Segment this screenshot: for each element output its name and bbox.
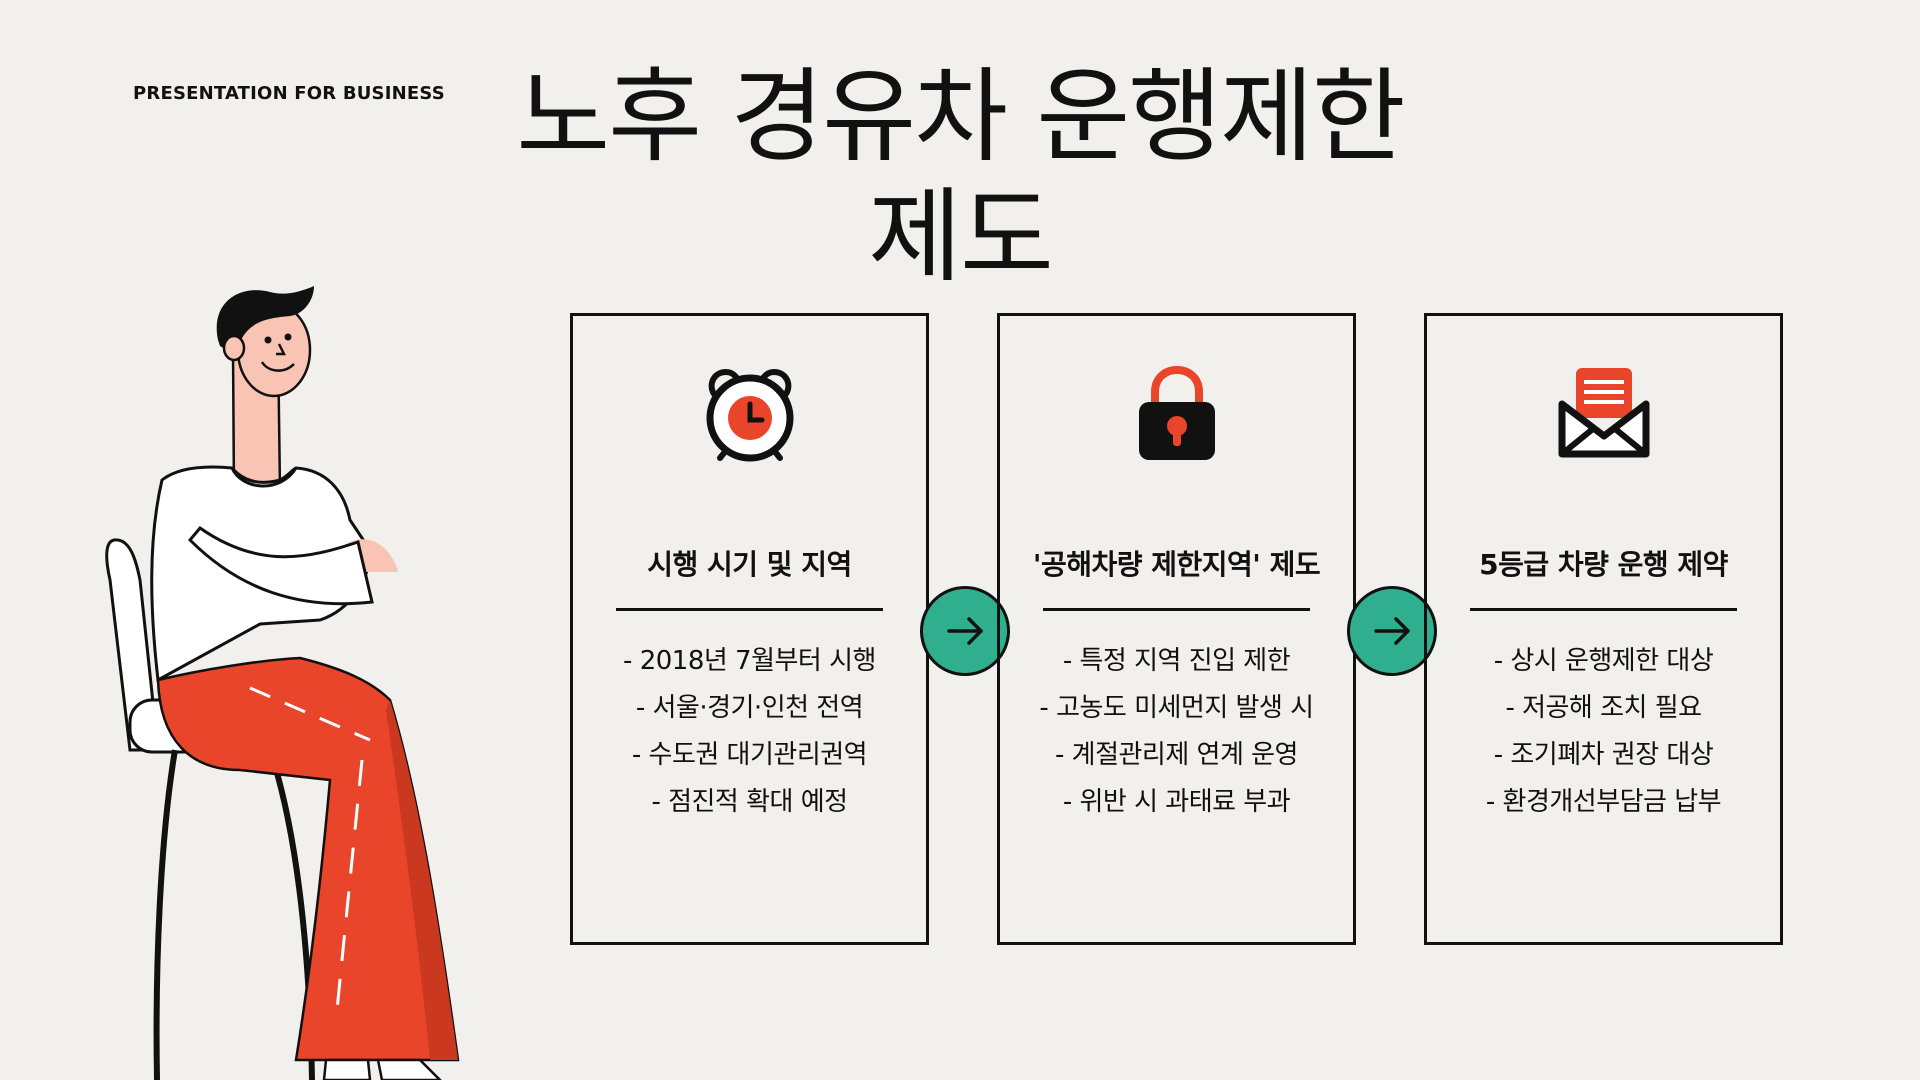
envelope-icon	[1558, 368, 1649, 458]
card-grade5-restriction: 5등급 차량 운행 제약 - 상시 운행제한 대상 - 저공해 조치 필요 - …	[1424, 313, 1783, 945]
title-line-2: 제도	[868, 178, 1054, 297]
arrow-right-icon	[1347, 586, 1437, 676]
list-item: - 수도권 대기관리권역	[631, 740, 868, 770]
arrow-right-icon	[920, 586, 1010, 676]
card-list: - 특정 지역 진입 제한 - 고농도 미세먼지 발생 시 - 계절관리제 연계…	[1000, 638, 1353, 826]
list-item: - 점진적 확대 예정	[651, 787, 848, 817]
card-heading: 5등급 차량 운행 제약	[1479, 548, 1728, 581]
list-item: - 저공해 조치 필요	[1505, 693, 1702, 723]
card-list: - 2018년 7월부터 시행 - 서울·경기·인천 전역 - 수도권 대기관리…	[573, 638, 926, 826]
person-on-chair-illustration	[105, 286, 460, 1080]
card-list: - 상시 운행제한 대상 - 저공해 조치 필요 - 조기폐차 권장 대상 - …	[1427, 638, 1780, 826]
list-item: - 서울·경기·인천 전역	[635, 693, 864, 723]
divider	[616, 608, 883, 611]
padlock-icon	[1138, 365, 1215, 460]
page-title: 노후 경유차 운행제한 제도	[500, 58, 1420, 298]
card-implementation-period: 시행 시기 및 지역 - 2018년 7월부터 시행 - 서울·경기·인천 전역…	[570, 313, 929, 945]
alarm-clock-icon	[706, 368, 793, 462]
list-item: - 상시 운행제한 대상	[1493, 646, 1714, 676]
card-restricted-zone: '공해차량 제한지역' 제도 - 특정 지역 진입 제한 - 고농도 미세먼지 …	[997, 313, 1356, 945]
list-item: - 환경개선부담금 납부	[1485, 787, 1722, 817]
list-item: - 조기폐차 권장 대상	[1493, 740, 1714, 770]
list-item: - 계절관리제 연계 운영	[1055, 740, 1298, 770]
title-line-1: 노후 경유차 운행제한	[516, 58, 1405, 177]
card-heading: 시행 시기 및 지역	[647, 548, 852, 581]
list-item: - 특정 지역 진입 제한	[1062, 646, 1291, 676]
list-item: - 위반 시 과태료 부과	[1062, 787, 1291, 817]
divider	[1470, 608, 1737, 611]
divider	[1043, 608, 1310, 611]
card-heading: '공해차량 제한지역' 제도	[1032, 548, 1321, 581]
list-item: - 고농도 미세먼지 발생 시	[1039, 693, 1314, 723]
presentation-tagline: PRESENTATION FOR BUSINESS	[133, 83, 445, 104]
list-item: - 2018년 7월부터 시행	[623, 646, 876, 676]
